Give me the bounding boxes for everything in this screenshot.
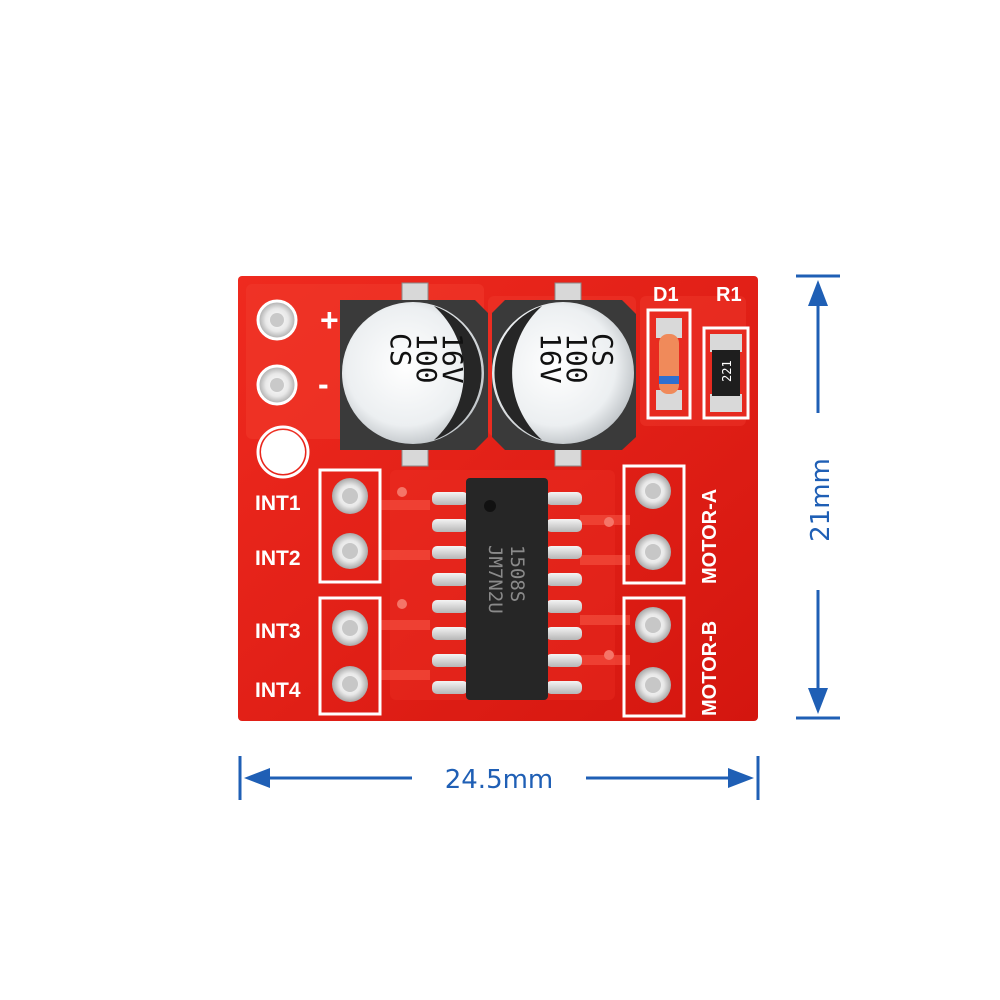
ic-pin (432, 573, 468, 586)
r1-code: 221 (720, 360, 734, 382)
label-int1: INT1 (255, 492, 301, 515)
pad-int1-hole (342, 488, 358, 504)
ic-pin (432, 627, 468, 640)
svg-text:16V: 16V (534, 333, 567, 384)
ic-marking: 1508S JM7N2U (484, 545, 528, 614)
pad-int2-hole (342, 543, 358, 559)
width-arrow-left (244, 768, 270, 788)
cap-left-marking: CS 100 16V (384, 333, 469, 384)
label-int4: INT4 (255, 679, 301, 702)
ic-pin (546, 519, 582, 532)
pad-motor-b1-hole (645, 617, 661, 633)
d1-cathode-band (659, 376, 679, 384)
d1-outline (646, 308, 692, 420)
ic-pin (432, 546, 468, 559)
pad-int4-hole (342, 676, 358, 692)
ic-pin (432, 519, 468, 532)
ic-pin (546, 546, 582, 559)
r1-pad-bottom (710, 394, 742, 412)
label-motor-b: MOTOR-B (699, 621, 721, 716)
width-dimension: 24.5mm (238, 756, 760, 800)
input-headers: INT1 INT2 INT3 INT4 (255, 468, 382, 716)
resistor-r1: R1 221 (702, 284, 750, 420)
capacitor-right: CS 100 16V (492, 282, 636, 467)
header-int1-int2 (318, 468, 382, 584)
r1-outline (702, 326, 750, 420)
height-label: 21mm (806, 458, 836, 542)
svg-text:1508S: 1508S (506, 545, 528, 602)
mounting-hole (256, 425, 310, 479)
r1-body (712, 350, 740, 396)
svg-text:CS: CS (384, 333, 417, 367)
label-plus: + (320, 302, 339, 338)
pad-minus-hole (270, 378, 284, 392)
height-dimension: 21mm (796, 274, 840, 720)
pad-motor-b2-hole (645, 677, 661, 693)
label-motor-a: MOTOR-A (699, 489, 721, 584)
d1-glass-body (659, 334, 679, 394)
d1-pad-top (656, 318, 682, 338)
header-motor-a (622, 464, 686, 585)
motor-headers: MOTOR-A MOTOR-B (622, 464, 721, 718)
ic-pin (546, 492, 582, 505)
svg-text:JM7N2U: JM7N2U (484, 545, 506, 614)
cap-left-can (342, 302, 484, 444)
cap-right-polarity-band (494, 306, 542, 440)
cap-left-polarity-band (434, 306, 482, 440)
ic-pin (432, 492, 468, 505)
label-minus: - (318, 366, 329, 402)
svg-text:CS: CS (586, 333, 619, 367)
width-label: 24.5mm (445, 765, 554, 795)
diode-d1: D1 (646, 284, 692, 420)
ic-pin (546, 681, 582, 694)
ic-pin (432, 654, 468, 667)
r1-pad-top (710, 334, 742, 352)
driver-ic: 1508S JM7N2U (432, 478, 582, 700)
label-d1: D1 (653, 284, 679, 306)
pad-motor-a2-hole (645, 544, 661, 560)
label-r1: R1 (716, 284, 742, 306)
ic-pin (546, 573, 582, 586)
svg-text:100: 100 (560, 333, 593, 384)
svg-text:16V: 16V (436, 333, 469, 384)
ic-pins-left (432, 492, 468, 694)
vias (397, 487, 614, 660)
pad-plus-hole (270, 313, 284, 327)
power-terminals: + - (256, 299, 339, 479)
cap-right-can (492, 302, 634, 444)
width-arrow-right (728, 768, 754, 788)
pad-motor-a1-hole (645, 483, 661, 499)
label-int2: INT2 (255, 547, 301, 570)
height-arrow-down (808, 688, 828, 714)
svg-text:100: 100 (410, 333, 443, 384)
ic-pin (432, 600, 468, 613)
mounting-hole-fill (261, 430, 305, 474)
cap-right-marking: CS 100 16V (534, 333, 619, 384)
ic-pins-right (546, 492, 582, 694)
pad-int3-hole (342, 620, 358, 636)
ic-pin1-dot (484, 500, 496, 512)
label-int3: INT3 (255, 620, 301, 643)
ic-pin (546, 627, 582, 640)
ic-body (466, 478, 548, 700)
header-motor-b (622, 596, 686, 718)
header-int3-int4 (318, 596, 382, 716)
ic-pin (546, 600, 582, 613)
height-arrow-up (808, 280, 828, 306)
ic-pin (432, 681, 468, 694)
d1-pad-bottom (656, 390, 682, 410)
ic-pin (546, 654, 582, 667)
capacitor-left: CS 100 16V (340, 282, 488, 467)
